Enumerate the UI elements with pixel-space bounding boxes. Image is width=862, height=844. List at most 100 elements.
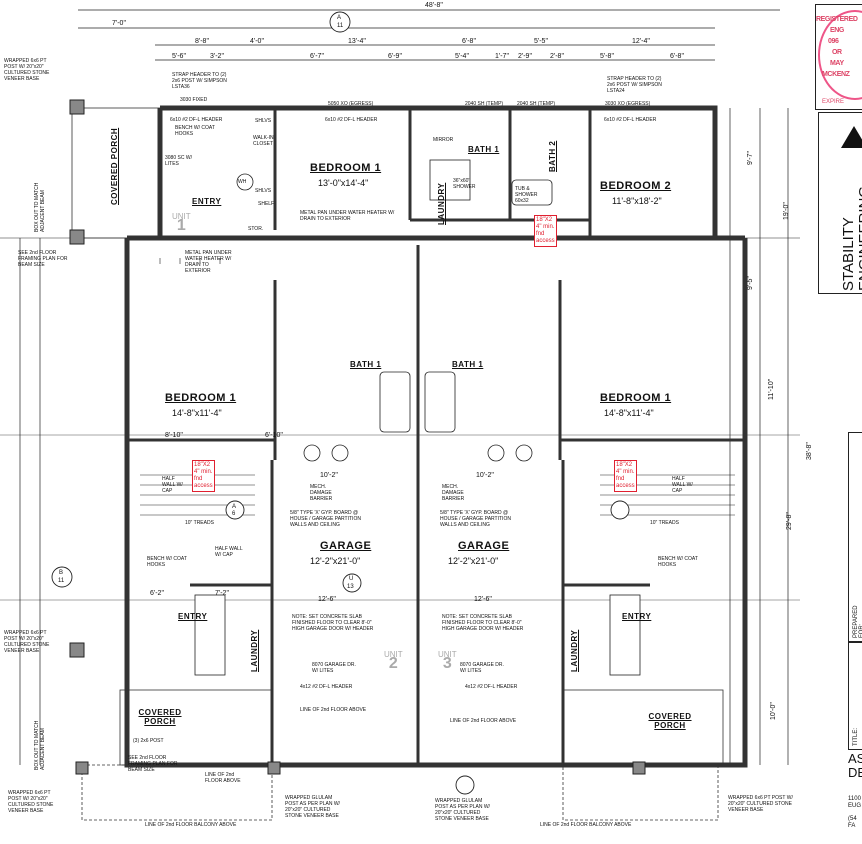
note-floor-above: LINE OF 2nd FLOOR ABOVE	[205, 772, 241, 784]
note-garage-slab: NOTE: SET CONCRETE SLAB FINISHED FLOOR T…	[442, 614, 524, 632]
section-marker-a[interactable]	[329, 11, 351, 33]
dimension: 5'-5"	[534, 38, 548, 45]
dimension: 38'-8"	[806, 442, 813, 460]
note-shelves: SHLVS	[255, 188, 272, 194]
note-bench: BENCH W/ COAT HOOKS	[147, 556, 187, 568]
room-bedroom-2: BEDROOM 2	[600, 180, 672, 192]
room-laundry: LAUNDRY	[437, 182, 446, 225]
note-storage: STOR.	[248, 226, 264, 232]
dimension: 3'-2"	[210, 53, 224, 60]
title-box: TITLE:	[848, 642, 862, 750]
room-covered-porch-left: COVERED PORCH	[138, 708, 182, 726]
room-entry-right: ENTRY	[622, 612, 652, 621]
window-tag: 2040 SH (TEMP)	[465, 101, 504, 107]
note-strap-header: STRAP HEADER TO (2) 2x6 POST W/ SIMPSON …	[172, 72, 227, 90]
note-water-heater: METAL PAN UNDER WATER HEATER W/ DRAIN TO…	[300, 210, 395, 222]
section-marker-b[interactable]	[51, 566, 73, 588]
header-tag: 6x10 #2 DF-L HEADER	[604, 117, 657, 123]
marker-letter: A	[232, 504, 237, 510]
room-garage-left: GARAGE	[320, 540, 372, 552]
room-entry-left: ENTRY	[178, 612, 208, 621]
dimension: 6'-9"	[388, 53, 402, 60]
header-tag: 6x10 #2 DF-L HEADER	[325, 117, 378, 123]
room-size: 11'-8"x18'-2"	[612, 196, 662, 206]
room-entry: ENTRY	[192, 197, 222, 206]
note-gyp-board: 5/8" TYPE 'X' GYP. BOARD @ HOUSE / GARAG…	[290, 510, 361, 528]
room-size: 13'-0"x14'-4"	[318, 178, 369, 188]
note-bench: BENCH W/ COAT HOOKS	[658, 556, 698, 568]
dimension: 12'-4"	[632, 38, 650, 45]
note-floor-above: LINE OF 2nd FLOOR ABOVE	[450, 718, 517, 724]
note-wrapped-post: WRAPPED 6x6 PT POST W/ 20"x20" CULTURED …	[4, 58, 50, 82]
dimension: 6'-10"	[265, 432, 283, 439]
garage-header-tag: 4x12 #2 DF-L HEADER	[465, 684, 518, 690]
water-heater: WH	[238, 179, 247, 185]
prepared-for-label: PREPARED FOR:	[853, 605, 862, 638]
room-bath-left: BATH 1	[350, 360, 382, 369]
note-gyp-board: 5/8" TYPE 'X' GYP. BOARD @ HOUSE / GARAG…	[440, 510, 511, 528]
dimension: 8'-10"	[165, 432, 183, 439]
dimension: 12'-6"	[318, 596, 336, 603]
room-size: 12'-2"x21'-0"	[448, 556, 499, 566]
section-marker-bottom[interactable]	[455, 775, 475, 795]
note-bench: BENCH W/ COAT HOOKS	[175, 125, 215, 137]
dimension: 6'-7"	[310, 53, 324, 60]
dimension: 9'-7"	[747, 151, 754, 165]
dimension: 10'-2"	[320, 472, 338, 479]
note-box-out: BOX OUT TO MATCH ADJACENT BEAM	[34, 182, 46, 232]
engineer-stamp: REGISTERED ENG 096 OR MAY MCKENZ	[816, 16, 858, 78]
fixtures	[194, 159, 641, 676]
marker-sheet: 6	[232, 511, 236, 517]
note-walk-in-closet: WALK-IN CLOSET	[253, 135, 274, 147]
note-wrapped-post: WRAPPED 6x6 PT POST W/ 20"x20" CULTURED …	[728, 795, 793, 813]
note-treads: 10" TREADS	[185, 520, 214, 526]
prepared-for-box: PREPARED FOR:	[848, 432, 862, 642]
note-shelf: SHELF	[258, 201, 275, 207]
note-mech-barrier: MECH. DAMAGE BARRIER	[310, 484, 333, 502]
note-wrapped-post: WRAPPED 6x6 PT POST W/ 20"x20" CULTURED …	[8, 790, 54, 814]
room-bedroom-left: BEDROOM 1	[165, 392, 237, 404]
dimension: 29'-8"	[786, 512, 793, 530]
marker-sheet: 13	[347, 584, 354, 590]
section-marker-a6-right[interactable]	[610, 500, 630, 520]
note-garage-slab: NOTE: SET CONCRETE SLAB FINISHED FLOOR T…	[292, 614, 374, 632]
room-bath-1: BATH 1	[468, 145, 500, 154]
garage-header-tag: 4x12 #2 DF-L HEADER	[300, 684, 353, 690]
room-garage-right: GARAGE	[458, 540, 510, 552]
dimension: 6'-2"	[150, 590, 164, 597]
note-balcony-above: LINE OF 2nd FLOOR BALCONY ABOVE	[540, 822, 632, 828]
stamp-expires: EXPIRE	[822, 99, 845, 105]
note-box-out: BOX OUT TO MATCH ADJACENT BEAM	[34, 720, 46, 770]
dimension: 10'-2"	[476, 472, 494, 479]
note-glulam-post: WRAPPED GLULAM POST AS PER PLAN W/ 20"x2…	[435, 798, 490, 822]
section-markers	[51, 11, 630, 795]
dimension: 2'-8"	[550, 53, 564, 60]
room-covered-porch: COVERED PORCH	[110, 127, 119, 205]
room-bath-2: BATH 2	[548, 140, 557, 172]
marker-sheet: 11	[337, 23, 344, 29]
dimension: 5'-4"	[455, 53, 469, 60]
section-marker-a6[interactable]	[225, 500, 245, 520]
room-bedroom-right: BEDROOM 1	[600, 392, 672, 404]
dimension: 4'-0"	[250, 38, 264, 45]
dimension: 9'-5"	[747, 276, 754, 290]
company-name: STABILITY ENGINEERING	[840, 185, 862, 291]
note-shower: 36"x60" SHOWER	[453, 178, 476, 190]
note-half-wall: HALF WALL W/ CAP	[672, 476, 693, 494]
dimension: 12'-6"	[474, 596, 492, 603]
door-tag: 3080 SC W/ LITES	[165, 155, 192, 167]
window-tag: 3030 XO (EGRESS)	[605, 101, 651, 107]
room-size: 12'-2"x21'-0"	[310, 556, 361, 566]
note-tub-shower: TUB & SHOWER 60x32	[515, 186, 538, 204]
dimension: 5'-8"	[600, 53, 614, 60]
window-tag: 3030 FIXED	[180, 97, 208, 103]
window-tag: 2040 SH (TEMP)	[517, 101, 556, 107]
marker-letter: B	[59, 570, 64, 576]
section-marker-u[interactable]	[342, 573, 362, 593]
